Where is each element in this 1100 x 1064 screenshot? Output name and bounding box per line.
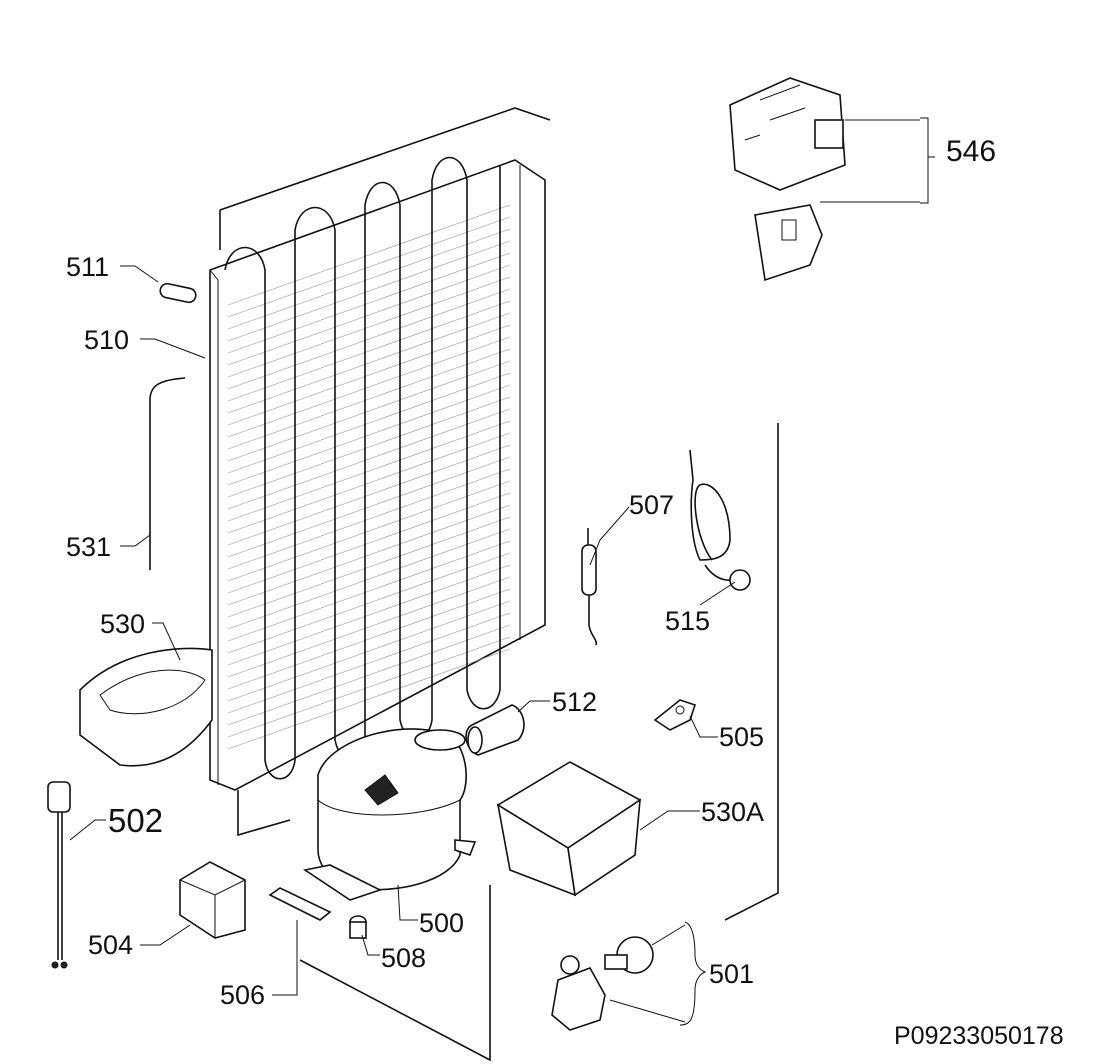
label-505: 505 — [719, 722, 764, 752]
label-546: 546 — [946, 135, 996, 168]
condenser-fin-line — [227, 528, 511, 630]
label-530: 530 — [100, 609, 145, 639]
drip-tray-530-part — [79, 647, 213, 767]
condenser-fin-line — [227, 348, 511, 450]
condenser-fin-line — [227, 204, 511, 306]
relay-504-part — [179, 861, 246, 939]
condenser-fin-line — [227, 444, 511, 546]
condenser-part — [209, 156, 546, 837]
condenser-fin-line — [227, 324, 511, 426]
compressor-500-part — [302, 728, 477, 901]
box-530A-part — [496, 761, 642, 897]
hose-531-part — [149, 377, 186, 570]
condenser-fin-line — [227, 516, 511, 618]
condenser-fin-line — [227, 648, 511, 750]
sensor-502-part — [47, 781, 71, 969]
label-504: 504 — [88, 930, 133, 960]
condenser-fin-line — [227, 420, 511, 522]
condenser-fin-line — [227, 396, 511, 498]
condenser-fin-line — [227, 384, 511, 486]
bracket-505-part — [653, 699, 697, 731]
condenser-fin-line — [227, 300, 511, 402]
condenser-fin-line — [227, 408, 511, 510]
condenser-fin-line — [227, 456, 511, 558]
label-502: 502 — [108, 802, 163, 839]
label-511: 511 — [66, 252, 109, 282]
condenser-fin-line — [227, 492, 511, 594]
tube-511-part — [159, 282, 197, 304]
condenser-fin-line — [227, 336, 511, 438]
leader-lines — [69, 117, 935, 1026]
filter-drier-507-part — [581, 528, 598, 646]
condenser-fin-line — [227, 612, 511, 714]
condenser-fin-line — [227, 372, 511, 474]
grommet-508-part — [349, 915, 367, 939]
condenser-fin-line — [227, 228, 511, 330]
clip-506-part — [268, 887, 332, 921]
label-510: 510 — [84, 325, 129, 355]
label-508: 508 — [381, 943, 426, 973]
condenser-fin-line — [227, 312, 511, 414]
power-cord-515-part — [689, 449, 751, 591]
condenser-fin-line — [227, 576, 511, 678]
condenser-fin-line — [227, 360, 511, 462]
drawing-code: P09233050178 — [894, 1022, 1064, 1050]
condenser-fin-line — [227, 624, 511, 726]
condenser-fin-line — [227, 264, 511, 366]
condenser-fin-line — [227, 216, 511, 318]
condenser-fin-line — [227, 504, 511, 606]
label-530A: 530A — [701, 797, 764, 827]
condenser-fin-line — [227, 288, 511, 390]
label-500: 500 — [419, 908, 464, 938]
condenser-fin-line — [227, 600, 511, 702]
condenser-fin-line — [227, 588, 511, 690]
label-512: 512 — [552, 687, 597, 717]
thermostat-546-part — [729, 77, 846, 282]
condenser-fin-line — [227, 432, 511, 534]
label-531: 531 — [66, 532, 111, 562]
condenser-fin-line — [227, 240, 511, 342]
condenser-fin-line — [227, 552, 511, 654]
condenser-fin-line — [227, 636, 511, 738]
starter-501-part — [551, 936, 654, 1031]
callout-labels: 546 511 510 531 530 507 515 512 505 530A… — [66, 135, 1064, 1050]
condenser-fin-line — [227, 276, 511, 378]
condenser-fin-line — [227, 564, 511, 666]
condenser-fin-line — [227, 468, 511, 570]
condenser-fin-line — [227, 252, 511, 354]
label-506: 506 — [220, 980, 265, 1010]
label-515: 515 — [665, 606, 710, 636]
label-501: 501 — [709, 959, 754, 989]
cabinet-outline — [219, 107, 779, 1062]
condenser-fin-line — [227, 540, 511, 642]
condenser-fin-line — [227, 480, 511, 582]
label-507: 507 — [629, 490, 674, 520]
sleeve-512-part — [465, 704, 525, 756]
